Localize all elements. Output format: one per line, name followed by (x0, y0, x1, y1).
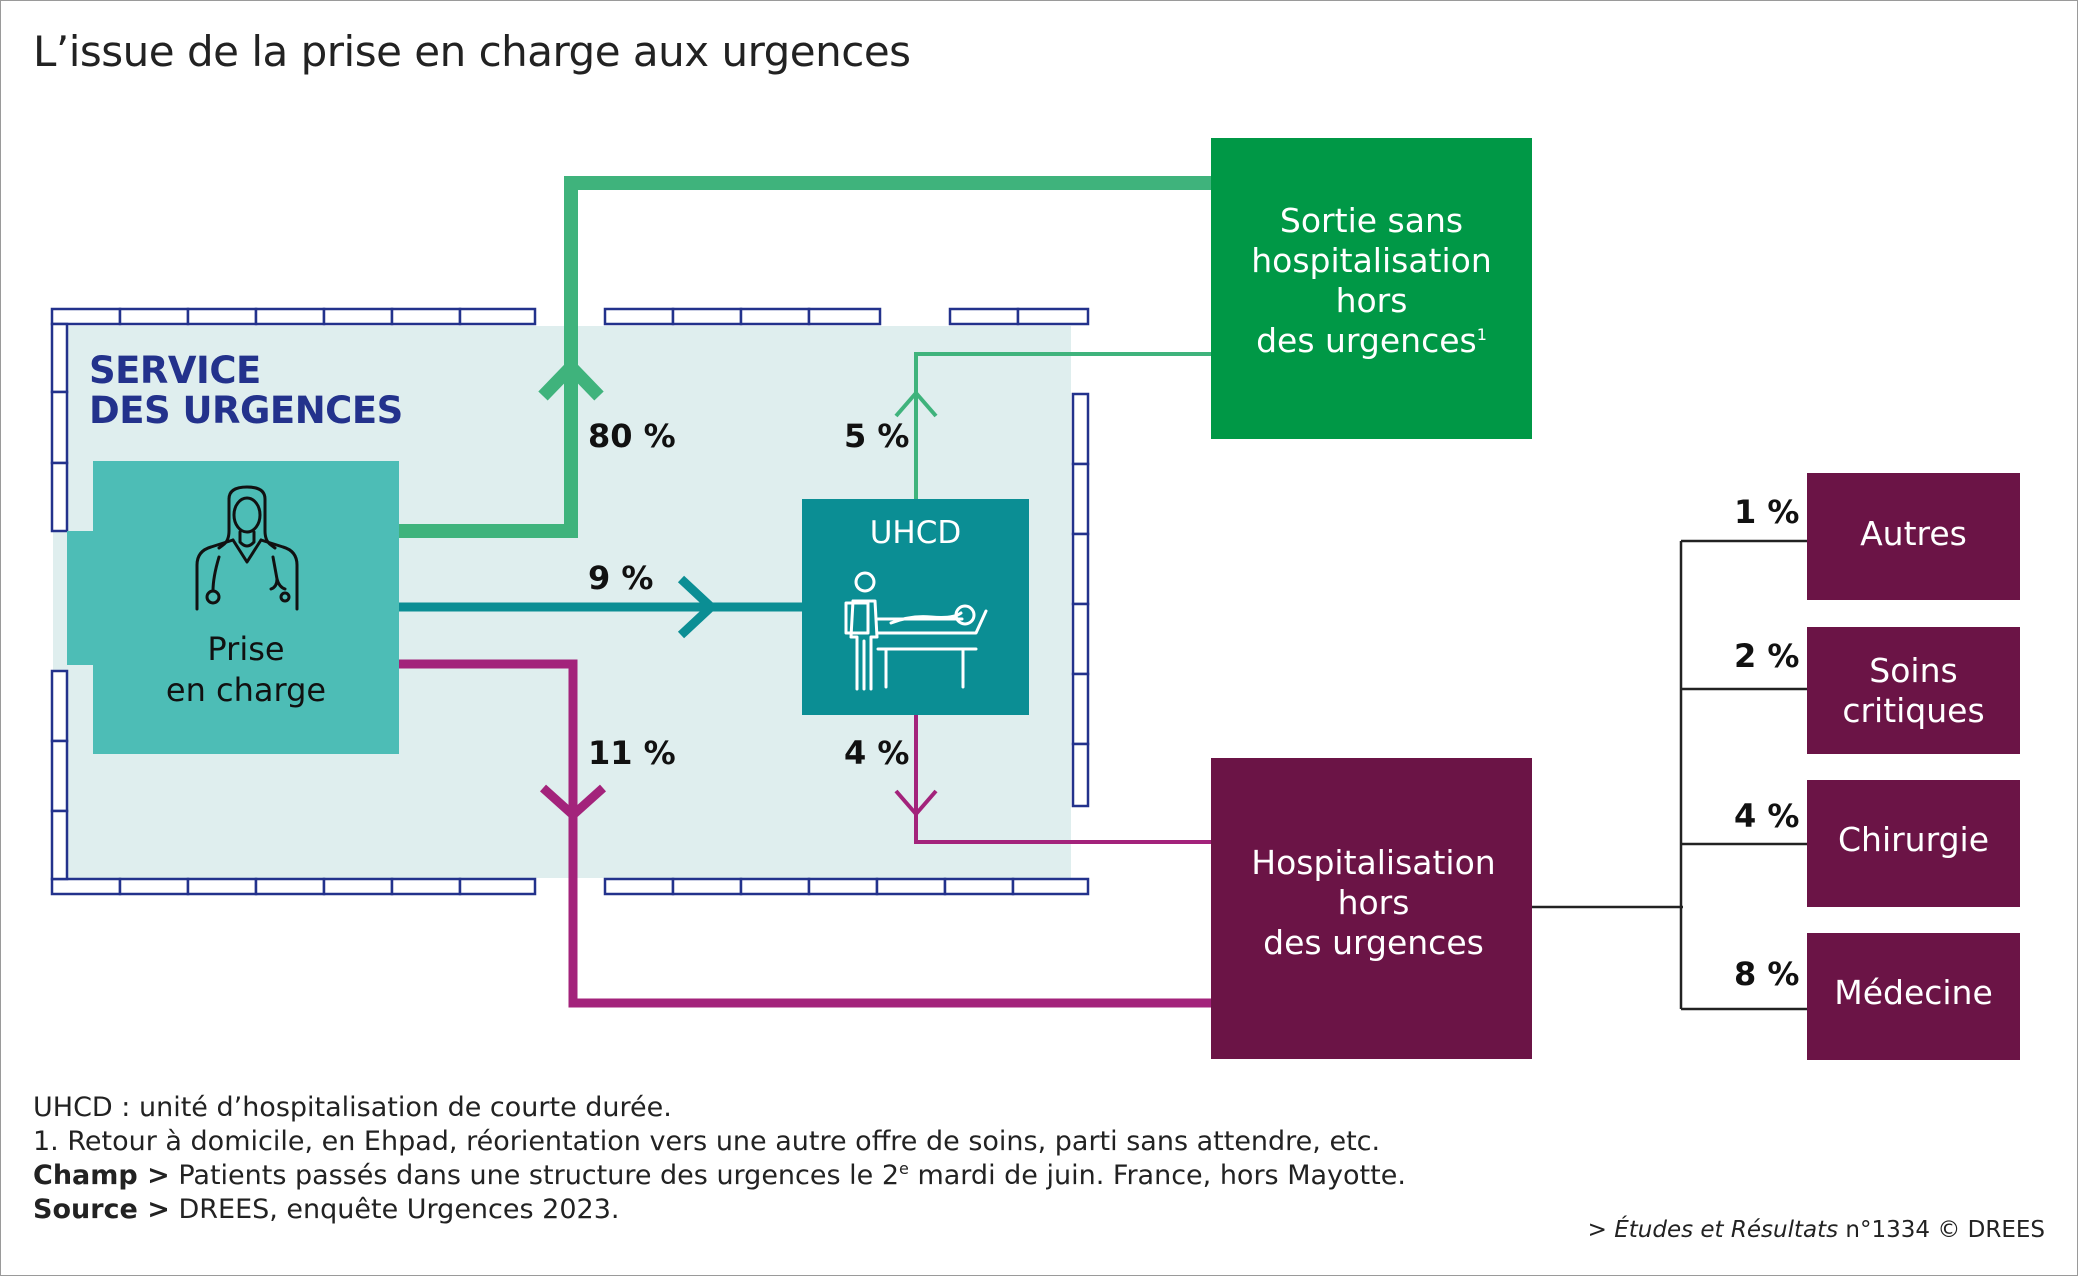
tree-connector (1531, 539, 1807, 1011)
prise-label-line2: en charge (165, 671, 327, 709)
flow-pct-autres: 1 % (1734, 493, 1800, 531)
hospitalisation-box (1211, 758, 1532, 1059)
flow-line-prise-sortie (399, 176, 1211, 538)
sortie-label-line1: Sortie sans (1279, 201, 1464, 240)
prise-box-tab (67, 531, 95, 665)
credit-publication: Études et Résultats (1614, 1217, 1839, 1243)
champ-text-a: Patients passés dans une structure des u… (169, 1160, 900, 1191)
prise-label-line1: Prise (207, 630, 285, 668)
soins-label-line1: Soins (1869, 651, 1958, 690)
note-1: 1. Retour à domicile, en Ehpad, réorient… (33, 1126, 1381, 1157)
flow-pct-5: 5 % (844, 417, 910, 455)
flow-pct-4-uhcd: 4 % (844, 734, 910, 772)
chirurgie-box (1807, 780, 2020, 907)
sortie-box (1211, 138, 1532, 439)
source-text: DREES, enquête Urgences 2023. (169, 1194, 620, 1225)
hosp-label-line2: hors (1337, 883, 1410, 922)
flow-line-uhcd-hosp (914, 715, 1211, 844)
flow-pct-9: 9 % (588, 559, 654, 597)
flow-line-prise-hosp (399, 659, 1211, 1008)
footnote-ref-1: 1 (1476, 325, 1487, 344)
service-title-line2: DES URGENCES (89, 389, 403, 432)
sortie-label: Sortie sans hospitalisation hors des urg… (1211, 201, 1532, 361)
champ-sup: e (899, 1159, 909, 1178)
footnotes: UHCD : unité d’hospitalisation de courte… (33, 1091, 1406, 1227)
arrowhead-up-5 (894, 389, 938, 418)
flow-line-uhcd-sortie (914, 352, 1211, 499)
soins-critiques-label: Soins critiques (1807, 651, 2020, 731)
doctor-icon (195, 485, 299, 611)
note-source: Source > DREES, enquête Urgences 2023. (33, 1193, 1406, 1227)
flow-pct-80: 80 % (588, 417, 676, 455)
champ-text-b: mardi de juin. France, hors Mayotte. (908, 1160, 1406, 1191)
sortie-label-line4-text: des urgences (1256, 321, 1477, 360)
soins-critiques-box (1807, 627, 2020, 754)
service-walls (50, 307, 1090, 896)
flow-pct-11: 11 % (588, 734, 676, 772)
source-label: Source > (33, 1194, 170, 1225)
prise-en-charge-box (93, 461, 399, 754)
autres-box (1807, 473, 2020, 600)
flow-pct-medecine: 8 % (1734, 955, 1800, 993)
soins-label-line2: critiques (1842, 691, 1985, 730)
autres-label: Autres (1860, 514, 1967, 553)
chirurgie-label: Chirurgie (1837, 820, 1989, 859)
sortie-label-line4: des urgences1 (1211, 321, 1532, 361)
hosp-label-line1: Hospitalisation (1251, 843, 1496, 882)
service-title: SERVICE DES URGENCES (89, 351, 403, 431)
service-title-line1: SERVICE (89, 349, 261, 392)
arrowhead-right-9 (677, 575, 718, 639)
publication-credit: > Études et Résultats n°1334 © DREES (1588, 1217, 2045, 1243)
sortie-label-line2: hospitalisation (1251, 241, 1492, 280)
sortie-label-line3: hors (1335, 281, 1408, 320)
champ-label: Champ > (33, 1160, 170, 1191)
arrowhead-down-11 (539, 784, 607, 822)
patient-bed-icon (844, 571, 988, 691)
hosp-label-line3: des urgences (1263, 923, 1484, 962)
figure-title: L’issue de la prise en charge aux urgenc… (33, 27, 911, 76)
uhcd-label: UHCD (869, 515, 962, 551)
uhcd-box (802, 499, 1029, 715)
flow-pct-soins: 2 % (1734, 637, 1800, 675)
note-champ: Champ > Patients passés dans une structu… (33, 1159, 1406, 1193)
note-uhcd: UHCD : unité d’hospitalisation de courte… (33, 1092, 672, 1123)
medecine-box (1807, 933, 2020, 1060)
prise-label: Prise en charge (93, 629, 399, 711)
credit-prefix: > (1587, 1217, 1615, 1243)
flow-pct-chirurgie: 4 % (1734, 797, 1800, 835)
hospitalisation-label: Hospitalisation hors des urgences (1211, 843, 1536, 963)
credit-number: n°1334 © DREES (1838, 1217, 2045, 1243)
arrowhead-down-4 (894, 789, 938, 818)
medecine-label: Médecine (1834, 973, 1993, 1012)
arrowhead-up-80 (538, 357, 604, 401)
